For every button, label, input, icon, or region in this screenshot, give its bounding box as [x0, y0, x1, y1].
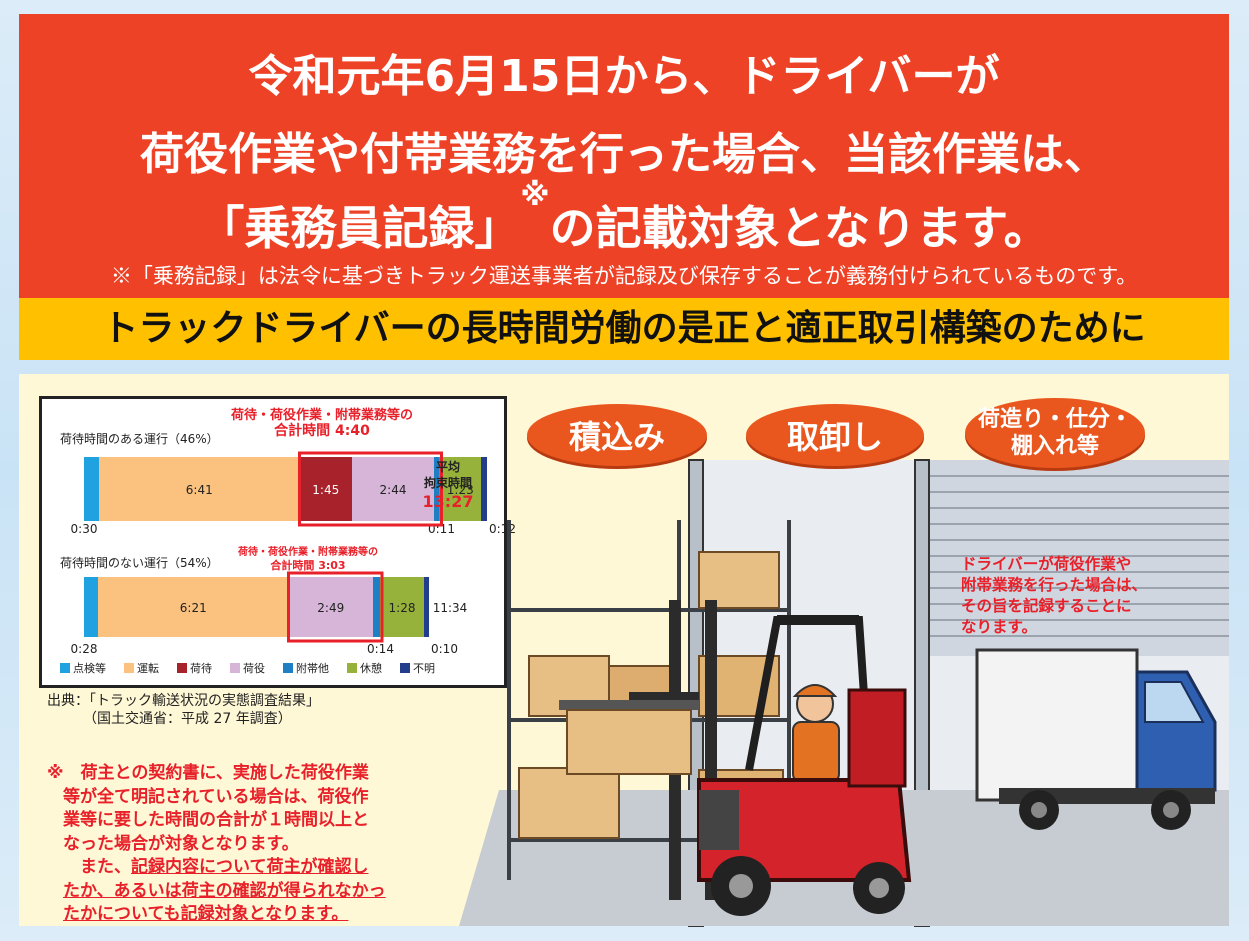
- footnote-line-7: たかについても記録対象となります。: [63, 904, 349, 924]
- bar-segment: [99, 457, 300, 521]
- footnote-line-5-prefix: また、: [63, 857, 131, 877]
- bubble-packing: 荷造り・仕分・ 棚入れ等: [965, 398, 1145, 468]
- footnote-line-5-underlined: 記録内容について荷主が確認し: [131, 857, 369, 877]
- total-title-line-2: 拘束時間: [424, 475, 472, 490]
- row-label: 荷待時間のない運行（54%）: [60, 556, 219, 570]
- bar-segment: [434, 457, 440, 521]
- bubble-loading: 積込み: [527, 404, 707, 466]
- legend-label: 点検等: [73, 661, 106, 675]
- headline-line-1: 令和元年6月15日から、ドライバーが: [248, 51, 1000, 102]
- bubble-packing-line-1: 荷造り・仕分・: [977, 407, 1132, 432]
- driver-note-line-3: その旨を記録することに: [961, 597, 1132, 615]
- driver-note: ドライバーが荷役作業や 附帯業務を行った場合は、 その旨を記録することに なりま…: [961, 554, 1147, 638]
- bar-segment: [84, 577, 98, 637]
- source-line-2: （国土交通省：平成 27 年調査）: [83, 711, 292, 727]
- segment-label: 2:44: [380, 483, 407, 497]
- legend-swatch: [230, 663, 240, 673]
- segment-small-label: 0:10: [431, 642, 458, 656]
- highlight-total: 合計時間 3:03: [270, 558, 345, 572]
- bottom-strip: [0, 926, 1249, 941]
- bar-segment: [373, 577, 380, 637]
- chart-source: 出典：「トラック輸送状況の実態調査結果」 （国土交通省：平成 27 年調査）: [47, 692, 320, 728]
- legend-swatch: [124, 663, 134, 673]
- legend-swatch: [347, 663, 357, 673]
- legend-label: 運転: [137, 662, 159, 675]
- row-label: 荷待時間のある運行（46%）: [60, 432, 219, 446]
- bar-segment: [299, 457, 352, 521]
- legend-swatch: [177, 663, 187, 673]
- highlight-outline: [287, 571, 384, 643]
- segment-label: 1:28: [389, 601, 416, 615]
- driver-note-line-4: なります。: [961, 618, 1037, 636]
- warehouse-forklift-illustration: [459, 459, 1229, 927]
- bubble-unloading: 取卸し: [746, 404, 924, 466]
- legend-label: 荷待: [190, 661, 212, 675]
- legend-label: 荷役: [243, 661, 265, 675]
- legend-swatch: [400, 663, 410, 673]
- bar-segment: [439, 457, 481, 521]
- footnote-line-5: また、記録内容について荷主が確認し: [47, 856, 447, 880]
- segment-label: 1:45: [312, 483, 339, 497]
- headline-reference-mark: ※: [520, 178, 550, 213]
- segment-small-label: 0:14: [367, 642, 394, 656]
- subheadline-banner: トラックドライバーの長時間労働の是正と適正取引構築のために: [19, 298, 1229, 360]
- bar-segment: [84, 457, 99, 521]
- legend-label: 休憩: [360, 661, 382, 675]
- total-value: 11:34: [433, 601, 468, 615]
- footnote-line-3: 業等に要した時間の合計が１時間以上と: [63, 810, 369, 830]
- bar-segment: [98, 577, 289, 637]
- footnote-line-2: 等が全て明記されている場合は、荷役作: [63, 786, 369, 807]
- driver-note-line-1: ドライバーが荷役作業や: [961, 555, 1132, 573]
- highlight-title: 荷待・荷役作業・附帯業務等の: [237, 545, 378, 558]
- segment-small-label: 0:30: [71, 522, 98, 536]
- headline-line-3-rest: の記載対象となります。: [549, 201, 1050, 255]
- highlight-outline: [298, 451, 443, 527]
- segment-label: 6:41: [186, 483, 213, 497]
- footnote: ※ 荷主との契約書に、実施した荷役作業 等が全て明記されている場合は、荷役作 業…: [47, 762, 447, 927]
- bar-segment: [288, 577, 373, 637]
- total-title-line-1: 平均: [436, 459, 460, 474]
- segment-label: 1:23: [447, 483, 474, 497]
- bubble-packing-line-2: 棚入れ等: [1010, 434, 1099, 459]
- bar-segment: [380, 577, 424, 637]
- highlight-total: 合計時間 4:40: [274, 422, 370, 439]
- legend-swatch: [283, 663, 293, 673]
- bar-segment: [481, 457, 487, 521]
- headline-banner: 令和元年6月15日から、ドライバーが 荷役作業や付帯業務を行った場合、当該作業は…: [19, 14, 1229, 298]
- footnote-line-6: たか、あるいは荷主の確認が得られなかっ: [63, 880, 386, 901]
- segment-small-label: 0:28: [71, 642, 98, 656]
- legend-label: 附帯他: [296, 661, 329, 675]
- footnote-line-4: なった場合が対象となります。: [63, 833, 299, 854]
- driver-note-line-2: 附帯業務を行った場合は、: [961, 576, 1148, 594]
- bar-segment: [424, 577, 429, 637]
- segment-label: 2:49: [317, 601, 344, 615]
- highlight-title: 荷待・荷役作業・附帯業務等の: [230, 407, 413, 423]
- headline-line-2: 荷役作業や付帯業務を行った場合、当該作業は、: [140, 129, 1108, 180]
- source-line-1: 出典：「トラック輸送状況の実態調査結果」: [47, 693, 320, 709]
- total-value: 13:27: [423, 492, 474, 511]
- legend-label: 不明: [413, 662, 435, 675]
- bar-segment: [352, 457, 434, 521]
- segment-label: 6:21: [180, 601, 207, 615]
- headline-line-3: 「乗務員記録」※の記載対象となります。: [19, 178, 1229, 258]
- footnote-line-1: ※ 荷主との契約書に、実施した荷役作業: [47, 763, 369, 783]
- legend-swatch: [60, 663, 70, 673]
- headline-line-3-main: 「乗務員記録」: [198, 201, 521, 255]
- headline-note: ※「乗務記録」は法令に基づきトラック運送事業者が記録及び保存することが義務付けら…: [110, 264, 1138, 288]
